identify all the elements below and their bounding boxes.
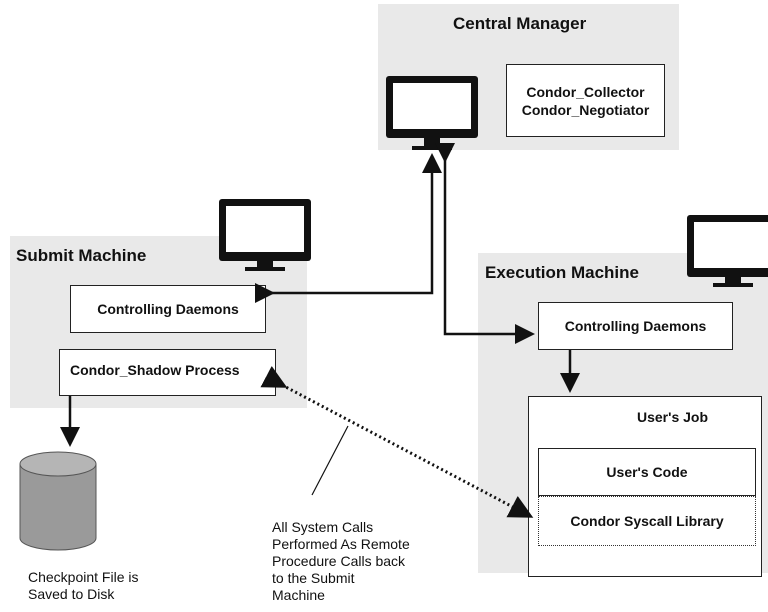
syscall-library-box: Condor Syscall Library bbox=[538, 496, 756, 546]
collector-label: Condor_Collector bbox=[526, 83, 645, 100]
checkpoint-caption-line2: Saved to Disk bbox=[28, 586, 115, 602]
negotiator-label: Condor_Negotiator bbox=[521, 101, 650, 118]
submit-controlling-daemons-box: Controlling Daemons bbox=[70, 285, 266, 333]
note-callout-line bbox=[311, 425, 349, 496]
central-manager-monitor-icon bbox=[386, 76, 478, 150]
manager-to-execution-arrow bbox=[435, 143, 535, 344]
checkpoint-caption-line1: Checkpoint File is bbox=[28, 569, 139, 585]
submit-machine-title: Submit Machine bbox=[16, 246, 147, 265]
remote-calls-note-line4: to the Submit bbox=[272, 570, 355, 586]
disk-cylinder-icon bbox=[19, 451, 97, 551]
remote-calls-note-line1: All System Calls bbox=[272, 519, 374, 535]
collector-negotiator-box: Condor_Collector Condor_Negotiator bbox=[506, 64, 665, 137]
checkpoint-caption: Checkpoint File is Saved to Disk bbox=[28, 569, 139, 603]
exec-controlling-daemons-box: Controlling Daemons bbox=[538, 302, 733, 350]
shadow-process-box: Condor_Shadow Process bbox=[59, 349, 276, 396]
remote-calls-note-line3: Procedure Calls back bbox=[272, 553, 406, 569]
central-manager-title: Central Manager bbox=[453, 14, 587, 33]
remote-calls-note-line2: Performed As Remote bbox=[272, 536, 410, 552]
users-code-box: User's Code bbox=[538, 448, 756, 496]
remote-calls-note: All System Calls Performed As Remote Pro… bbox=[272, 519, 410, 604]
submit-to-manager-arrow bbox=[255, 153, 442, 303]
remote-calls-note-line5: Machine bbox=[272, 587, 325, 603]
submit-machine-monitor-icon bbox=[219, 199, 311, 271]
users-job-label: User's Job bbox=[637, 409, 709, 425]
execution-machine-monitor-icon bbox=[687, 215, 768, 287]
remote-syscall-dotted-arrow bbox=[260, 365, 534, 518]
